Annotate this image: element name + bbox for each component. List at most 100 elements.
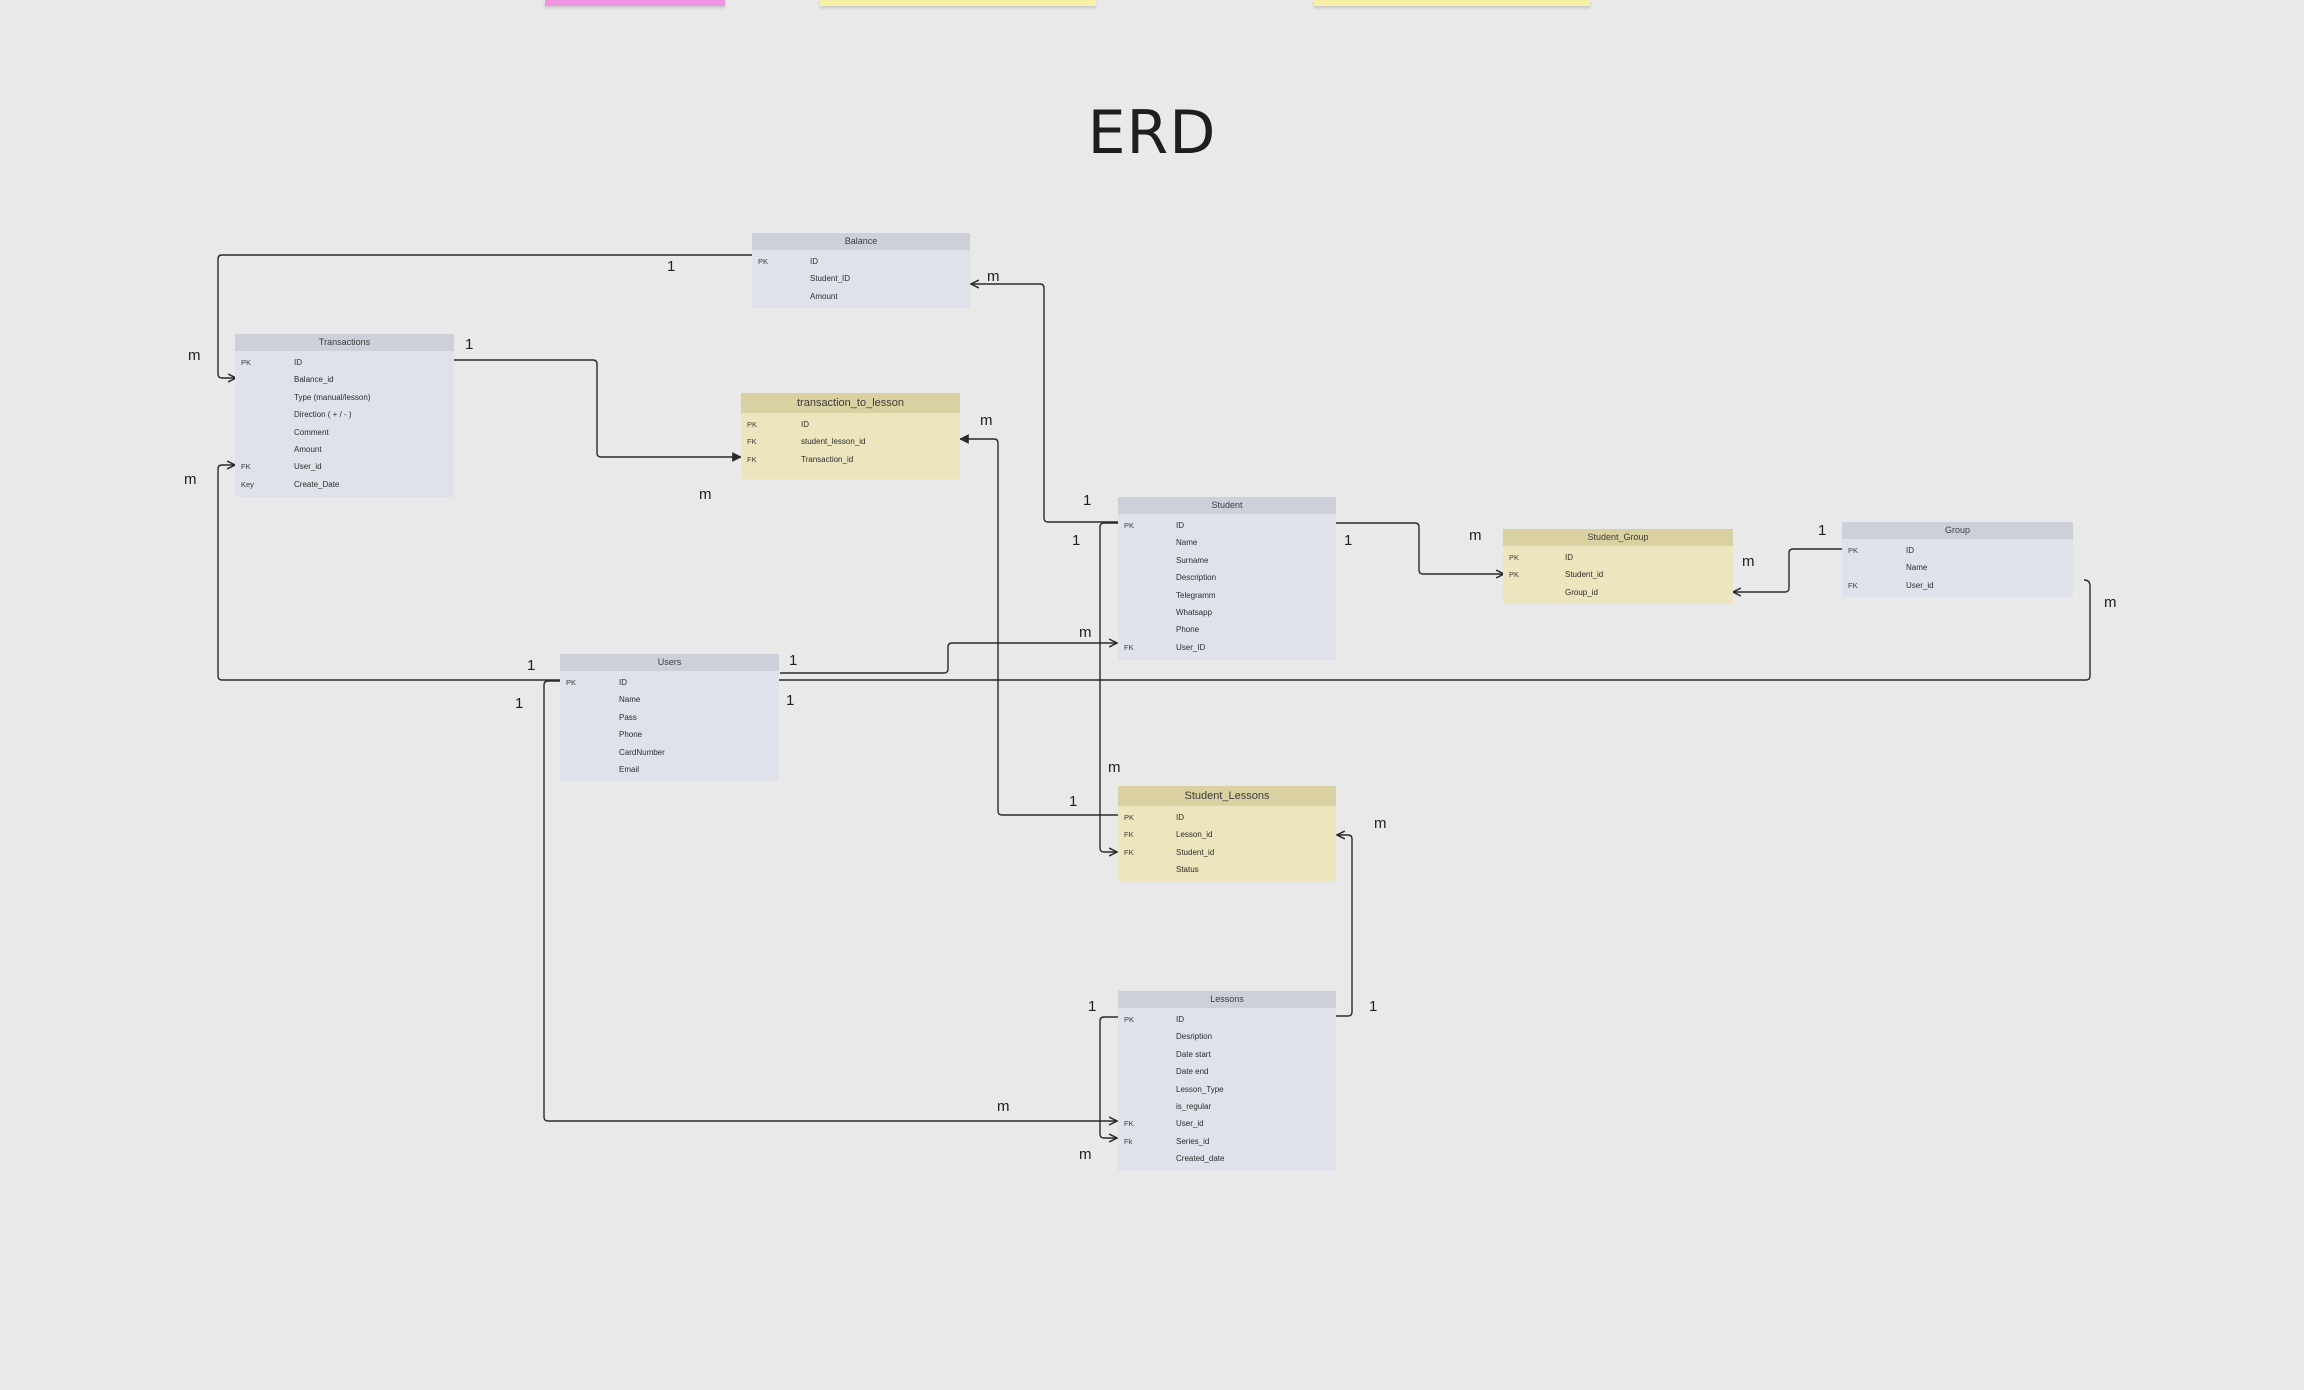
entity-row: Phone <box>619 730 643 740</box>
rel-users-lessons <box>543 680 1117 1121</box>
cardinality-label: m <box>2104 594 2117 611</box>
entity-title: Group <box>1842 522 2073 539</box>
entity-row: Student_ID <box>810 274 851 284</box>
sticky-note-yellow[interactable] <box>820 0 1096 6</box>
cardinality-label: m <box>699 486 712 503</box>
entity-title: Lessons <box>1118 991 1336 1008</box>
entity-row: Telegramm <box>1176 590 1216 600</box>
cardinality-label: 1 <box>786 692 795 709</box>
entity-row: Name <box>1906 563 1928 573</box>
entity-row: Name <box>619 695 641 705</box>
entity-row: is_regular <box>1176 1101 1212 1111</box>
cardinality-label: m <box>184 471 197 488</box>
sticky-note-pink[interactable] <box>545 0 725 6</box>
entity-row: Type (manual/lesson) <box>294 392 371 402</box>
entity-row: Description <box>1176 573 1217 583</box>
cardinality-label: m <box>1374 815 1387 832</box>
entity-row: Pass <box>619 712 637 722</box>
entity-title: Student_Group <box>1503 529 1733 546</box>
cardinality-label: 1 <box>1369 998 1378 1015</box>
entity-row: Email <box>619 764 640 774</box>
entity-row: Date start <box>1176 1049 1211 1059</box>
entity-row: Desription <box>1176 1032 1213 1042</box>
cardinality-label: m <box>987 268 1000 285</box>
cardinality-label: m <box>1079 1146 1092 1163</box>
rel-student-studentlessons <box>1099 522 1118 852</box>
entity-row: Created_date <box>1176 1154 1225 1164</box>
entity-row: Phone <box>1176 625 1200 635</box>
entity-row: Lesson_Type <box>1176 1084 1224 1094</box>
cardinality-label: m <box>1108 759 1121 776</box>
entity-row: Surname <box>1176 555 1209 565</box>
rel-student-balance <box>971 284 1118 523</box>
entity-row: Group_id <box>1565 587 1598 597</box>
cardinality-label: m <box>1469 527 1482 544</box>
entity-row: Direction ( + / - ) <box>294 410 352 420</box>
cardinality-label: 1 <box>515 695 524 712</box>
entity-row: Comment <box>294 427 329 437</box>
rel-lessons-self <box>1099 1016 1118 1138</box>
rel-lessons-studentlessons <box>1336 835 1353 1017</box>
sticky-note-yellow[interactable] <box>1314 0 1590 6</box>
cardinality-label: 1 <box>527 657 536 674</box>
entity-title: transaction_to_lesson <box>741 393 960 413</box>
entity-title: Student <box>1118 497 1336 514</box>
rel-group-studentgroup <box>1733 548 1842 592</box>
entity-row: Name <box>1176 538 1198 548</box>
page-title: ERD <box>1087 98 1217 168</box>
entity-title: Student_Lessons <box>1118 786 1336 806</box>
cardinality-label: 1 <box>789 652 798 669</box>
cardinality-label: m <box>1079 624 1092 641</box>
rel-transactions-ttl <box>454 359 742 462</box>
cardinality-label: 1 <box>1344 532 1353 549</box>
entity-row: Amount <box>294 444 322 454</box>
cardinality-label: 1 <box>1088 998 1097 1015</box>
rel-balance-transactions <box>217 254 752 378</box>
cardinality-label: m <box>980 412 993 429</box>
cardinality-label: m <box>188 347 201 364</box>
cardinality-label: 1 <box>1083 492 1092 509</box>
entity-title: Transactions <box>235 334 454 351</box>
entity-row: Status <box>1176 865 1199 875</box>
rel-sl-ttl <box>959 434 1118 816</box>
cardinality-label: 1 <box>465 336 474 353</box>
cardinality-label: 1 <box>1818 522 1827 539</box>
rel-users-student <box>780 643 1117 674</box>
